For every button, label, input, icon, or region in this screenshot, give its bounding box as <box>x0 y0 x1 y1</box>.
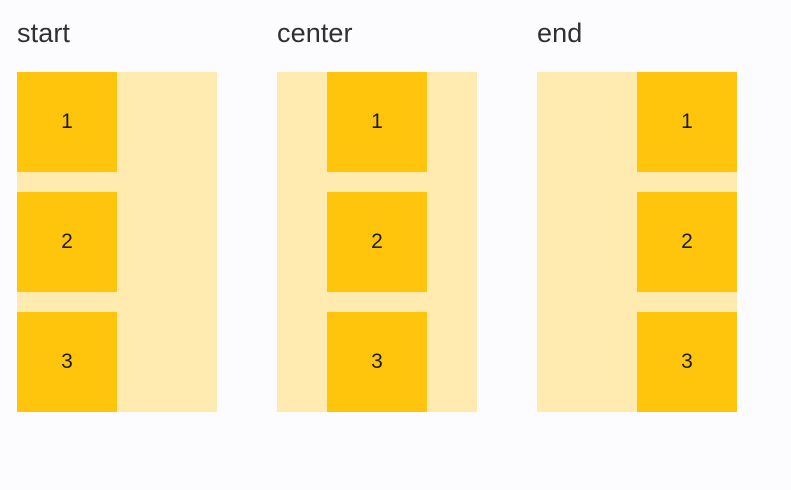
flex-item-label: 2 <box>681 230 693 253</box>
flex-item-label: 3 <box>61 350 73 373</box>
flex-item: 3 <box>327 312 427 412</box>
flex-item-label: 1 <box>371 110 383 133</box>
flex-item: 2 <box>17 192 117 292</box>
flex-item-label: 2 <box>61 230 73 253</box>
flex-item: 2 <box>327 192 427 292</box>
column-label-center: center <box>277 18 353 48</box>
align-container-start: 1 2 3 <box>17 72 217 412</box>
flex-item-label: 3 <box>681 350 693 373</box>
flex-item-label: 2 <box>371 230 383 253</box>
flex-item-label: 1 <box>61 110 73 133</box>
column-label-start: start <box>17 18 71 48</box>
column-label-end: end <box>537 18 583 48</box>
flex-item: 2 <box>637 192 737 292</box>
flex-item: 1 <box>17 72 117 172</box>
flex-item-label: 1 <box>681 110 693 133</box>
flex-item: 1 <box>327 72 427 172</box>
flex-item-label: 3 <box>371 350 383 373</box>
flex-item: 3 <box>17 312 117 412</box>
align-container-center: 1 2 3 <box>277 72 477 412</box>
align-container-end: 1 2 3 <box>537 72 737 412</box>
flex-item: 1 <box>637 72 737 172</box>
flex-item: 3 <box>637 312 737 412</box>
